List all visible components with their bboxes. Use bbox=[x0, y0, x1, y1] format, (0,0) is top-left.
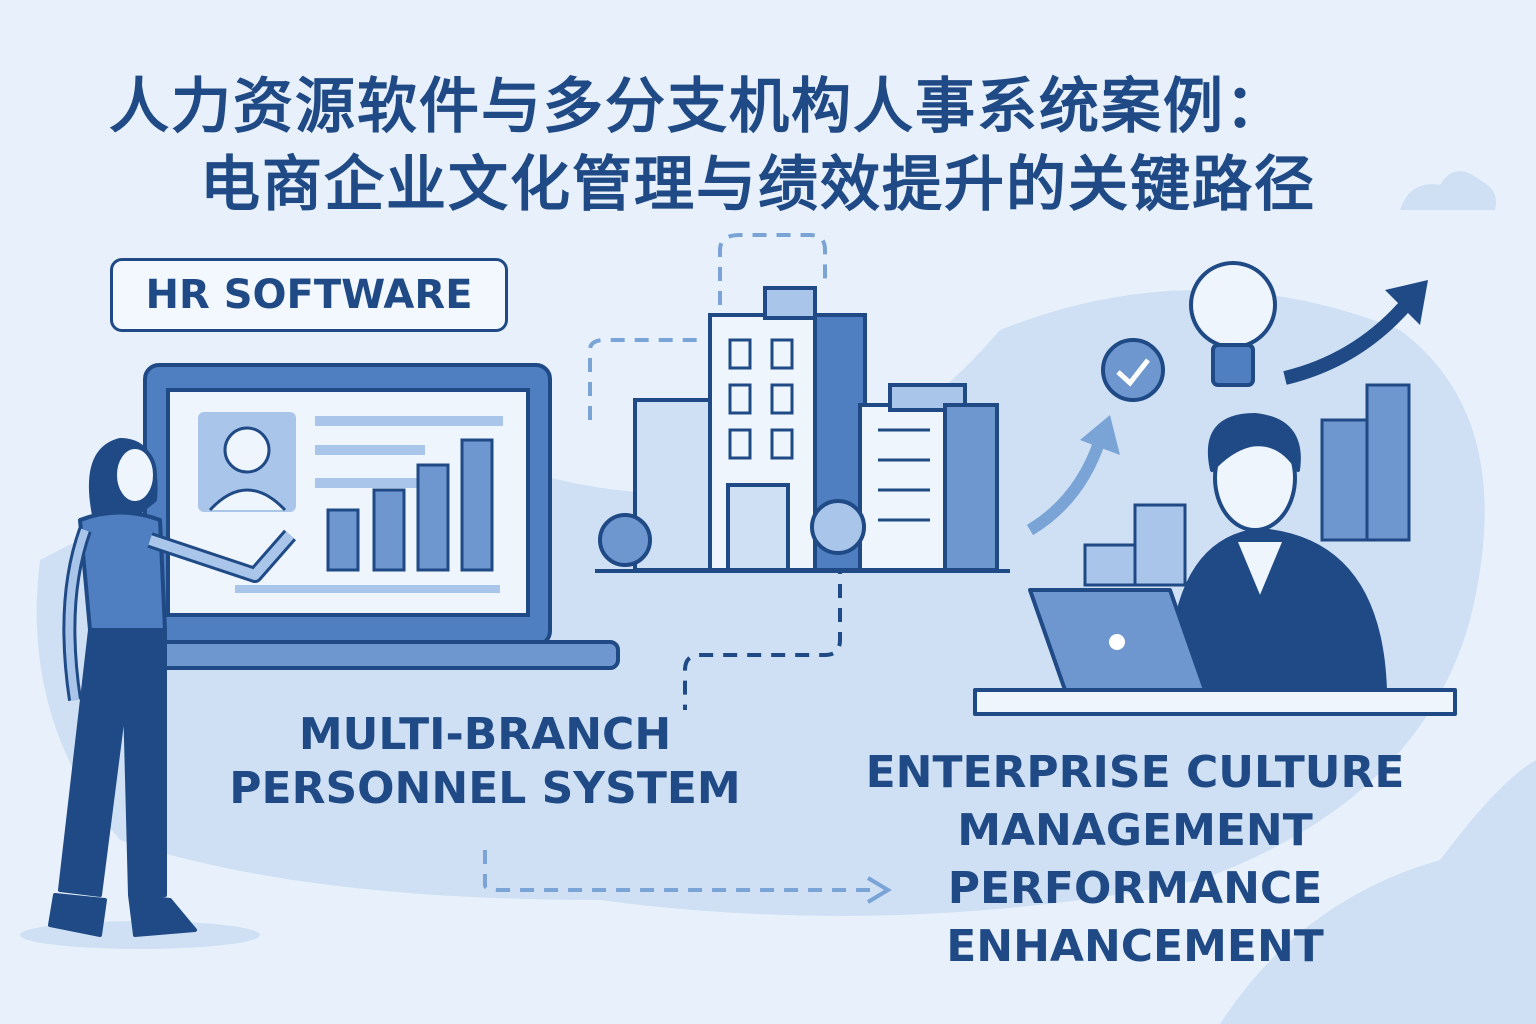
page-title-line-2: 电商企业文化管理与绩效提升的关键路径 bbox=[200, 150, 1316, 220]
performance-line-2: ENHANCEMENT bbox=[946, 921, 1324, 972]
growth-bars bbox=[1083, 383, 1411, 587]
avatar-icon bbox=[223, 426, 271, 474]
lightbulb-icon bbox=[1189, 261, 1277, 387]
trend-arrow-icon bbox=[1283, 295, 1416, 385]
arrow-head-icon bbox=[866, 876, 892, 904]
culture-line-1: ENTERPRISE CULTURE bbox=[865, 747, 1405, 798]
office-buildings bbox=[598, 286, 999, 572]
page-title-line-1: 人力资源软件与多分支机构人事系统案例： bbox=[109, 72, 1287, 142]
performance-line-1: PERFORMANCE bbox=[947, 863, 1323, 914]
trend-arrow-icon bbox=[1026, 438, 1106, 536]
culture-line-2: MANAGEMENT bbox=[957, 805, 1313, 856]
bar-chart-icon bbox=[326, 438, 494, 572]
dashed-path bbox=[483, 233, 870, 892]
presenter-woman bbox=[48, 438, 297, 937]
multi-branch-line-2: PERSONNEL SYSTEM bbox=[229, 763, 741, 814]
cloud-icon bbox=[1400, 171, 1496, 210]
culture-performance-label: ENTERPRISE CULTURE MANAGEMENT PERFORMANC… bbox=[840, 744, 1430, 976]
background-blob bbox=[36, 290, 1485, 916]
hr-software-badge: HR SOFTWARE bbox=[110, 258, 508, 332]
laptop-screen bbox=[118, 363, 620, 670]
multi-branch-line-1: MULTI-BRANCH bbox=[298, 709, 672, 760]
multi-branch-label: MULTI-BRANCH PERSONNEL SYSTEM bbox=[220, 708, 750, 816]
checkmark-icon bbox=[1101, 338, 1165, 402]
businessman bbox=[973, 413, 1457, 716]
background-hill bbox=[1220, 760, 1536, 1024]
